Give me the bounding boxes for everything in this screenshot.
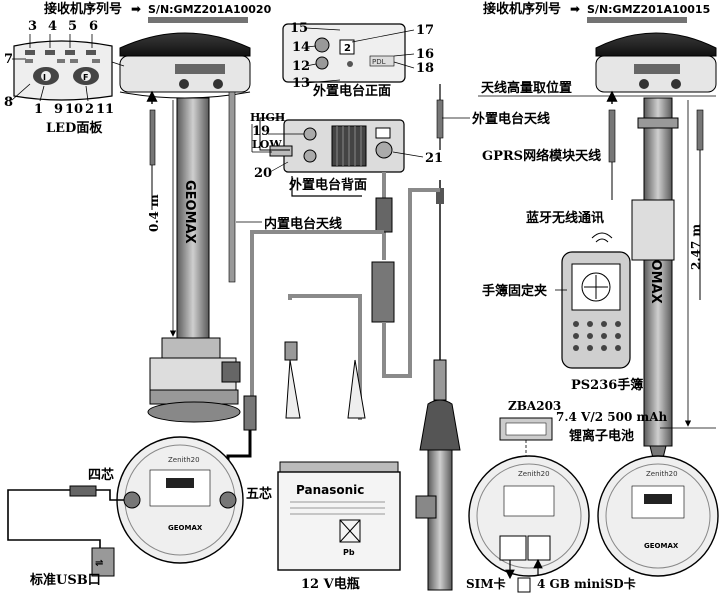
callout-21: 21 [425,151,443,166]
left-base-receiver: Zenith20 GEOMAX [116,436,244,564]
battery-clamps [243,341,366,431]
serial-left-arrow: ➡ [131,2,141,16]
internal-antenna-whip [228,91,236,283]
callout-1: 1 [34,102,43,117]
left-pole: GEOMAX 0.4 m [147,97,241,423]
left-internal-antenna: 内置电台天线 [146,90,342,283]
callout-8: 8 [4,95,13,110]
right-pole: GEOMAX 2.47 m [631,97,716,479]
svg-text:Zenith20: Zenith20 [168,456,200,464]
callout-7: 7 [4,52,13,67]
battery-12v-label: 12 V电瓶 [301,576,360,592]
pb-label: Pb [343,548,355,557]
callout-14: 14 [292,40,310,55]
ext-radio-back: HIGH 19 LOW 20 21 外置电台背面 [250,111,443,193]
callout-15: 15 [290,21,308,36]
serial-left-barcode [148,17,248,23]
callout-3: 3 [28,19,37,34]
gprs-antenna: GPRS网络模块天线 蓝牙无线通讯 [482,90,618,243]
right-receiver: 天线高量取位置 [478,32,717,97]
ext-radio-antenna-label: 外置电台天线 [471,111,550,127]
left-base-brand: GEOMAX [168,524,203,532]
ps236-label: PS236手簿 [571,377,643,393]
callout-5: 5 [68,19,77,34]
svg-text:I: I [43,73,46,82]
zba203-label: ZBA203 [508,399,561,413]
zba203-battery: ZBA203 7.4 V/2 500 mAh 锂离子电池 [499,399,668,520]
callout-16: 16 [416,47,434,62]
four-core-label: 四芯 [88,467,114,483]
callout-2: 2 [85,102,94,117]
left-receiver-led-strip [175,64,225,74]
serial-right-prefix: 接收机序列号 [483,1,561,17]
handbook-clip-label: 手簿固定夹 [482,283,547,299]
callout-17: 17 [416,23,434,38]
callout-9: 9 [54,102,63,117]
sd-card-label: 4 GB miniSD卡 [537,576,636,591]
bluetooth-label: 蓝牙无线通讯 [526,210,604,226]
ext-radio-front: 2 PDL 15 14 12 13 17 16 18 外置电台正面 [282,21,434,99]
serial-right: 接收机序列号 ➡ S/N:GMZ201A10015 [483,1,710,23]
callout-10: 10 [65,102,83,117]
five-core-label: 五芯 [246,486,272,502]
callout-20: 20 [254,166,272,181]
right-base-receiver-2: Zenith20 GEOMAX [597,455,719,577]
serial-right-value: S/N:GMZ201A10015 [587,3,710,16]
led-panel-label: LED面板 [46,120,103,136]
dim-247-label: 2.47 m [689,224,703,270]
svg-text:Zenith20: Zenith20 [518,470,550,478]
panasonic-label: Panasonic [296,483,364,497]
callout-19: 19 [252,124,270,139]
svg-text:Zenith20: Zenith20 [646,470,678,478]
callout-4: 4 [48,19,57,34]
battery-spec-label: 7.4 V/2 500 mAh [556,410,668,424]
serial-right-arrow: ➡ [570,2,580,16]
serial-left-value: S/N:GMZ201A10020 [148,3,272,16]
handbook-clip-mount [631,199,675,261]
callout-18: 18 [416,61,434,76]
svg-text:2: 2 [344,43,351,54]
usb-icon: ⇌ [95,558,103,569]
right-base-receiver-1: Zenith20 SIM卡 4 GB miniSD卡 [466,455,636,593]
ext-radio-back-label: 外置电台背面 [288,177,367,193]
callout-12: 12 [292,59,310,74]
callout-6: 6 [89,19,98,34]
internal-antenna-label: 内置电台天线 [264,216,342,232]
usb-port-label: 标准USB口 [29,572,101,588]
sim-card-label: SIM卡 [466,576,506,591]
serial-left-prefix: 接收机序列号 [44,1,122,17]
usb-cable: ⇌ 四芯 五芯 标准USB口 [7,467,272,588]
led-panel-callouts: 3 4 5 6 7 8 1 9 10 2 11 [4,19,114,117]
ext-radio-antenna: 外置电台天线 [415,84,550,591]
svg-text:PDL: PDL [372,58,386,66]
ps236-handheld: 手簿固定夹 PS236手簿 [482,251,643,393]
left-tribrach [161,337,221,359]
gprs-antenna-label: GPRS网络模块天线 [482,148,601,164]
antenna-height-label: 天线高量取位置 [481,80,572,96]
li-battery-label: 锂离子电池 [569,428,634,444]
right-base-brand: GEOMAX [644,542,679,550]
battery-12v: Panasonic Pb 12 V电瓶 [277,461,401,592]
dim-04-label: 0.4 m [147,194,161,232]
callout-11: 11 [96,102,114,117]
callout-13: 13 [292,76,310,91]
left-pole-brand: GEOMAX [182,180,197,244]
serial-left: 接收机序列号 ➡ S/N:GMZ201A10020 [44,1,272,23]
led-panel: I F LED面板 [11,34,113,136]
svg-text:F: F [83,73,88,82]
left-receiver [111,32,251,99]
ext-radio-front-label: 外置电台正面 [312,83,391,99]
